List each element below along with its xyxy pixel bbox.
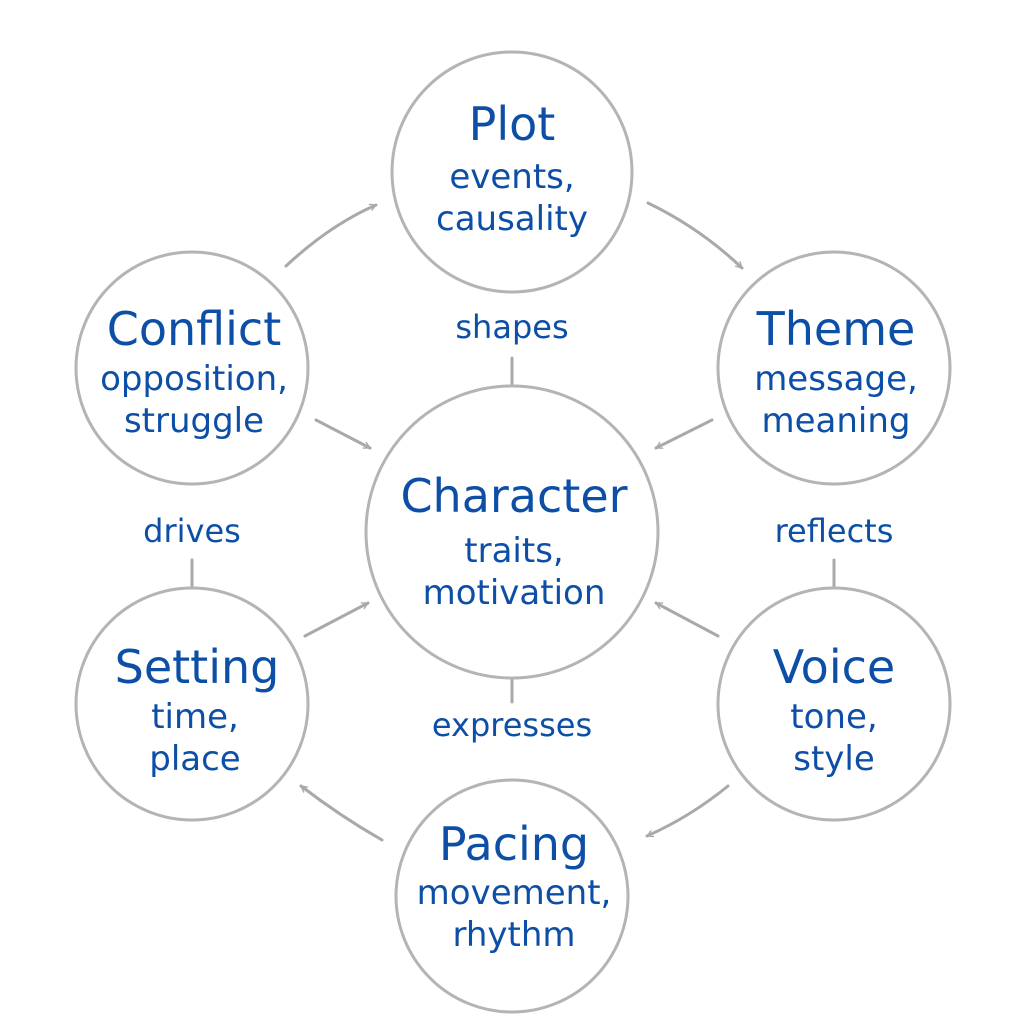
node-pacing-title: Pacing	[439, 817, 589, 871]
node-plot: Plot events, causality	[390, 50, 634, 294]
node-voice: Voice tone, style	[716, 586, 952, 822]
node-theme-line1: message,	[754, 359, 918, 399]
node-voice-line1: tone,	[790, 697, 877, 737]
node-conflict: Conflict opposition, struggle	[74, 250, 310, 486]
arrow-theme-to-character	[654, 418, 714, 450]
node-theme: Theme message, meaning	[716, 250, 952, 486]
arrow-plot-to-theme	[646, 201, 744, 270]
arrow-voice-to-pacing	[645, 784, 730, 838]
label-shapes: shapes	[455, 308, 568, 346]
arrow-voice-to-character	[654, 601, 720, 638]
label-reflects: reflects	[775, 512, 894, 550]
node-theme-title: Theme	[756, 302, 916, 356]
label-expresses: expresses	[432, 706, 592, 744]
node-voice-title: Voice	[773, 640, 895, 694]
node-character-title: Character	[400, 469, 627, 523]
node-pacing-line2: rhythm	[452, 915, 575, 955]
node-setting: Setting time, place	[74, 586, 310, 822]
arrow-conflict-to-character	[314, 418, 372, 450]
node-setting-title: Setting	[115, 640, 280, 694]
node-character: Character traits, motivation	[364, 384, 660, 680]
node-pacing: Pacing movement, rhythm	[394, 778, 630, 1014]
node-theme-line2: meaning	[762, 401, 911, 441]
node-character-line2: motivation	[423, 573, 606, 613]
node-plot-line2: causality	[436, 199, 588, 239]
node-character-line1: traits,	[464, 531, 563, 571]
arrow-setting-to-character	[303, 601, 370, 638]
node-voice-line2: style	[793, 739, 875, 779]
node-conflict-line2: struggle	[124, 401, 264, 441]
label-drives: drives	[143, 512, 241, 550]
node-plot-title: Plot	[469, 97, 556, 151]
node-setting-line2: place	[149, 739, 240, 779]
arrow-pacing-to-setting	[299, 784, 384, 842]
arrow-conflict-to-plot	[284, 203, 378, 268]
node-plot-line1: events,	[449, 157, 574, 197]
node-pacing-line1: movement,	[417, 873, 612, 913]
node-setting-line1: time,	[151, 697, 239, 737]
node-conflict-line1: opposition,	[100, 359, 288, 399]
node-conflict-title: Conflict	[107, 302, 282, 356]
